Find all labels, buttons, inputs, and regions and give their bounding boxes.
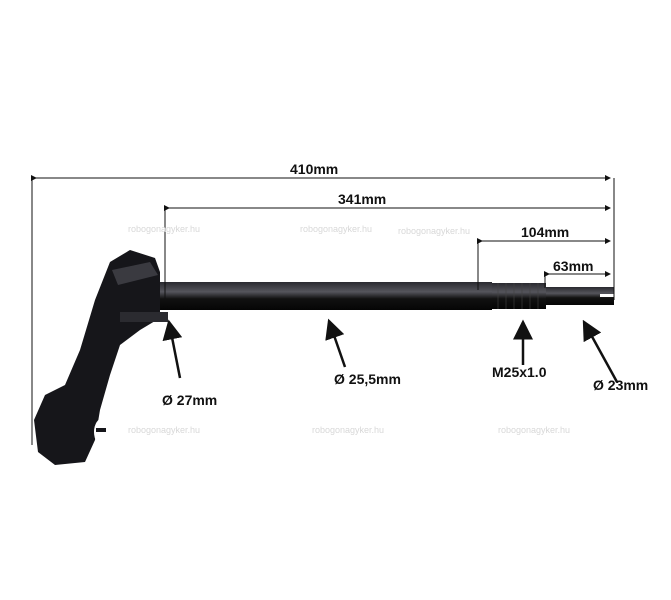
overall-length-label: 410mm <box>290 161 339 177</box>
upper-section-label: 104mm <box>521 224 570 240</box>
steering-arm <box>34 250 168 465</box>
watermark: robogonagyker.hu <box>398 226 471 236</box>
top-section-label: 63mm <box>553 258 594 274</box>
tip-diameter-label: Ø 23mm <box>593 377 649 393</box>
watermark: robogonagyker.hu <box>312 425 385 435</box>
dimension-lines <box>31 175 615 445</box>
watermark: robogonagyker.hu <box>128 425 201 435</box>
watermark: robogonagyker.hu <box>498 425 571 435</box>
steering-shaft <box>160 282 614 310</box>
shaft-length-label: 341mm <box>338 191 387 207</box>
watermark: robogonagyker.hu <box>128 224 201 234</box>
pointer-arrows <box>162 318 619 383</box>
shaft-diameter-label: Ø 25,5mm <box>334 371 401 387</box>
base-diameter-label: Ø 27mm <box>162 392 218 408</box>
watermark: robogonagyker.hu <box>300 224 373 234</box>
thread-label: M25x1.0 <box>492 364 547 380</box>
